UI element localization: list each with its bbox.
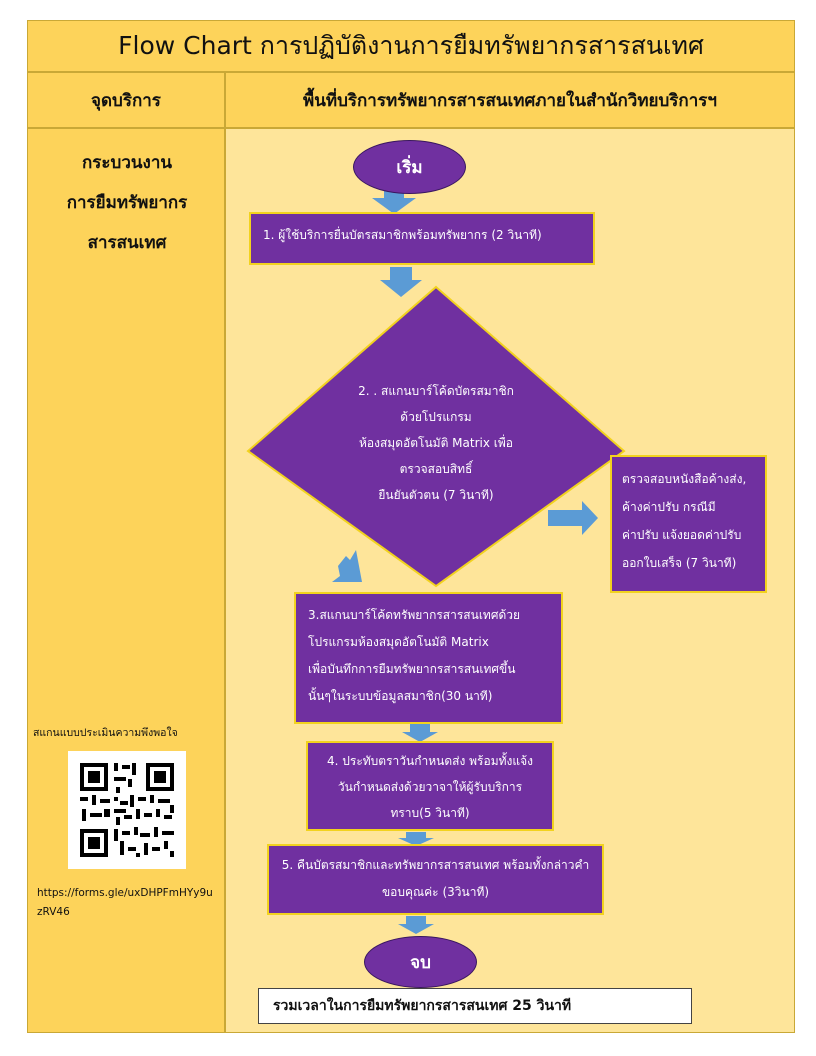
step3-line: โปรแกรมห้องสมุดอัตโนมัติ Matrix xyxy=(308,635,489,649)
survey-label: สแกนแบบประเมินความพึงพอใจ xyxy=(33,727,178,739)
arrow-start-to-step1 xyxy=(372,188,416,214)
start-terminal: เริ่ม xyxy=(353,140,466,194)
arrow-step2-to-step3 xyxy=(332,550,362,582)
step3-line: 3.สแกนบาร์โค้ดทรัพยากรสารสนเทศด้วย xyxy=(308,608,521,622)
step3-line: นั้นๆในระบบข้อมูลสมาชิก(30 นาที) xyxy=(308,689,493,703)
step3-line: เพื่อบันทึกการยืมทรัพยากรสารสนเทศขึ้น xyxy=(308,662,516,676)
total-time-box: รวมเวลาในการยืมทรัพยากรสารสนเทศ 25 วินาท… xyxy=(258,988,692,1024)
arrow-step1-to-step2 xyxy=(380,267,422,297)
step4-box: 4. ประทับตราวันกำหนดส่ง พร้อมทั้งแจ้ง วั… xyxy=(306,741,554,831)
total-time-text: รวมเวลาในการยืมทรัพยากรสารสนเทศ 25 วินาท… xyxy=(273,998,572,1014)
step2-text: 2. . สแกนบาร์โค้ดบัตรสมาชิก ด้วยโปรแกรม … xyxy=(318,378,554,508)
check-fines-box: ตรวจสอบหนังสือค้างส่ง, ค้างค่าปรับ กรณีม… xyxy=(610,455,767,593)
process-label-line-1: กระบวนงาน xyxy=(82,153,172,173)
check-fines-line: ออกใบเสร็จ (7 วินาที) xyxy=(622,556,737,570)
step2-line: ยืนยันตัวตน (7 วินาที) xyxy=(378,488,494,502)
check-fines-line: ค่าปรับ แจ้งยอดค่าปรับ xyxy=(622,528,742,542)
step4-line: ทราบ(5 วินาที) xyxy=(390,806,470,820)
sidebar-panel: กระบวนงาน การยืมทรัพยากร สารสนเทศ xyxy=(27,128,225,1033)
page-title: Flow Chart การปฏิบัติงานการยืมทรัพยากรสา… xyxy=(27,20,795,72)
arrow-step2-to-side-box xyxy=(548,501,598,535)
start-label: เริ่ม xyxy=(396,157,423,178)
step2-line: ด้วยโปรแกรม xyxy=(400,410,472,424)
decision-diamond xyxy=(246,285,626,588)
qr-code-icon xyxy=(68,751,186,869)
end-terminal: จบ xyxy=(364,936,477,988)
check-fines-line: ตรวจสอบหนังสือค้างส่ง, xyxy=(622,472,747,486)
step5-line: ขอบคุณค่ะ (3วินาที) xyxy=(381,885,490,899)
arrow-step5-to-end xyxy=(398,916,434,934)
step5-box: 5. คืนบัตรสมาชิกและทรัพยากรสารสนเทศ พร้อ… xyxy=(267,844,604,915)
step2-line: 2. . สแกนบาร์โค้ดบัตรสมาชิก xyxy=(358,384,514,398)
survey-url[interactable]: https://forms.gle/uxDHPFmHYy9uzRV46 xyxy=(37,887,213,918)
qr-code[interactable] xyxy=(68,751,186,869)
step1-text: 1. ผู้ใช้บริการยื่นบัตรสมาชิกพร้อมทรัพยา… xyxy=(263,228,542,242)
step2-line: ตรวจสอบสิทธิ์ xyxy=(399,462,473,476)
step1-box: 1. ผู้ใช้บริการยื่นบัตรสมาชิกพร้อมทรัพยา… xyxy=(249,212,595,265)
step4-line: วันกำหนดส่งด้วยวาจาให้ผู้รับบริการ xyxy=(337,780,523,794)
header-service-area: พื้นที่บริการทรัพยากรสารสนเทศภายในสำนักว… xyxy=(225,72,795,128)
step3-box: 3.สแกนบาร์โค้ดทรัพยากรสารสนเทศด้วย โปรแก… xyxy=(294,592,563,724)
arrow-step4-to-step5 xyxy=(398,832,434,846)
step4-line: 4. ประทับตราวันกำหนดส่ง พร้อมทั้งแจ้ง xyxy=(327,754,533,768)
step5-line: 5. คืนบัตรสมาชิกและทรัพยากรสารสนเทศ พร้อ… xyxy=(281,858,590,872)
arrow-step3-to-step4 xyxy=(402,724,438,742)
process-label-line-3: สารสนเทศ xyxy=(87,233,167,253)
end-label: จบ xyxy=(410,952,431,973)
check-fines-line: ค้างค่าปรับ กรณีมี xyxy=(622,500,716,514)
header-service-point: จุดบริการ xyxy=(27,72,225,128)
step2-line: ห้องสมุดอัตโนมัติ Matrix เพื่อ xyxy=(359,436,513,450)
process-label-line-2: การยืมทรัพยากร xyxy=(66,193,188,213)
